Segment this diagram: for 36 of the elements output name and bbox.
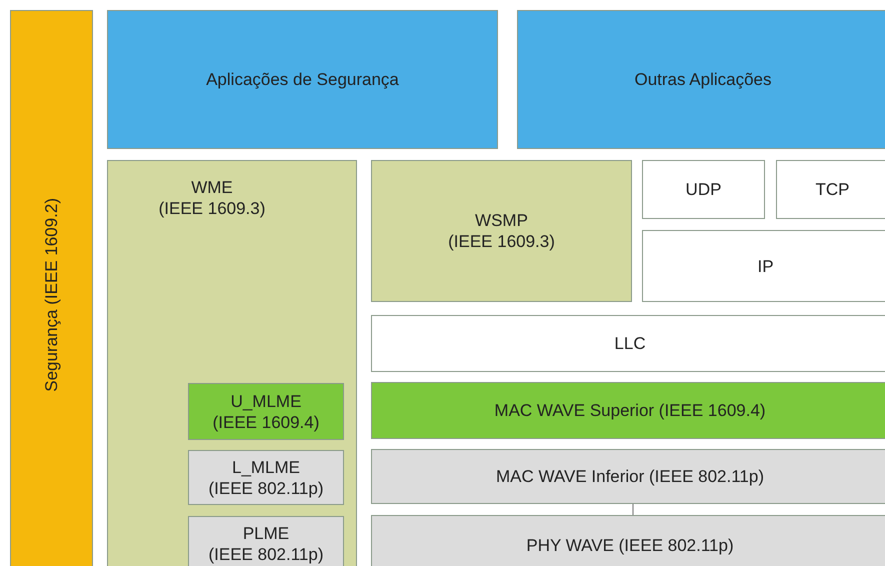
segment-band (10, 10, 93, 566)
layer-box (188, 516, 344, 566)
connector-line (632, 504, 634, 516)
layer-box (371, 515, 885, 566)
layer-label: Aplicações de Segurança (206, 69, 399, 90)
layer-label: IP (757, 256, 774, 276)
layer-box (107, 10, 498, 149)
layer-box (371, 382, 885, 439)
layer-box (517, 10, 885, 149)
layer-box (371, 315, 885, 372)
layer-label: PHY WAVE (IEEE 802.11p) (526, 534, 734, 556)
layer-label: TCP (816, 179, 850, 200)
layer-box (107, 160, 357, 566)
layer-label: WME (191, 177, 233, 198)
layer-label: U_MLME (230, 390, 302, 412)
layer-box (371, 449, 885, 504)
layer-box (371, 160, 632, 302)
layer-label: (IEEE 1609.3) (158, 198, 266, 219)
layer-label: (IEEE 1609.3) (448, 231, 555, 252)
layer-label: (IEEE 802.11p) (208, 544, 324, 565)
layer-box (776, 160, 885, 219)
layer-label: (IEEE 1609.4) (212, 412, 320, 432)
layer-box (642, 160, 765, 219)
layer-box (642, 230, 885, 302)
layer-box (188, 383, 344, 440)
layer-label: MAC WAVE Inferior (IEEE 802.11p) (496, 466, 764, 487)
layer-label: Outras Aplicações (634, 69, 772, 90)
layer-label: WSMP (475, 210, 528, 231)
layer-label: PLME (242, 523, 290, 544)
layer-box (188, 450, 344, 505)
layer-label: (IEEE 802.11p) (208, 478, 324, 498)
layer-label: L_MLME (232, 456, 300, 478)
layer-label: LLC (614, 333, 646, 354)
layer-label: Segurança (IEEE 1609.2) (41, 198, 62, 392)
layer-label: UDP (686, 179, 722, 200)
layer-label: MAC WAVE Superior (IEEE 1609.4) (494, 400, 766, 421)
